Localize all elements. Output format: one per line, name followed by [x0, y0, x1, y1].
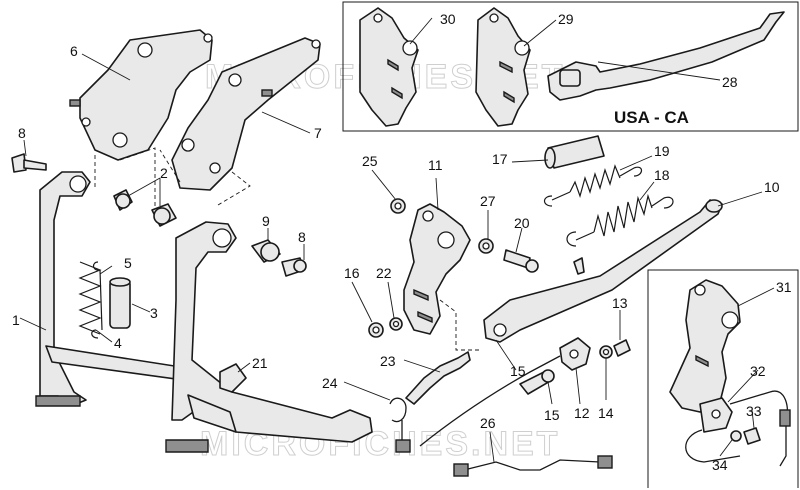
callout-15-upper: 15 — [510, 363, 526, 379]
spring-18 — [566, 193, 674, 247]
switch-32 — [685, 390, 791, 467]
side-stand-10 — [483, 199, 723, 343]
bushing-3 — [109, 277, 131, 329]
spacer-9 — [251, 239, 281, 263]
callout-14: 14 — [598, 405, 614, 421]
plate-7 — [171, 37, 321, 191]
assembly-guide-lines-left — [94, 147, 251, 210]
bracket-30 — [359, 7, 419, 127]
bolt-8-right — [281, 257, 307, 277]
bushings-2 — [113, 189, 177, 227]
callout-33: 33 — [746, 403, 762, 419]
side-stand-28 — [547, 11, 785, 101]
bolt-8-left — [11, 153, 47, 173]
callout-7: 7 — [314, 125, 322, 141]
callout-6: 6 — [70, 43, 78, 59]
callout-23: 23 — [380, 353, 396, 369]
callout-11: 11 — [428, 157, 443, 173]
bracket-31 — [669, 279, 741, 413]
cable-26 — [419, 355, 613, 477]
rubber-pad-21 — [219, 363, 247, 393]
callout-numbers: 1 2 3 4 5 6 7 8 8 9 10 11 12 13 14 15 15… — [12, 11, 792, 473]
callout-34: 34 — [712, 457, 728, 473]
callout-18: 18 — [654, 167, 670, 183]
callout-27: 27 — [480, 193, 496, 209]
callout-30: 30 — [440, 11, 456, 27]
callout-8-right: 8 — [298, 229, 306, 245]
callout-20: 20 — [514, 215, 530, 231]
callout-15-lower: 15 — [544, 407, 560, 423]
region-label-usa-ca: USA - CA — [614, 108, 689, 127]
inset-frame-switch — [647, 269, 799, 488]
switch-12 — [559, 337, 591, 371]
inset-frame-usa-ca — [342, 1, 799, 132]
spring-19 — [543, 164, 643, 207]
callout-28: 28 — [722, 74, 738, 90]
callout-1: 1 — [12, 312, 20, 328]
assembly-guide-lines-center — [439, 299, 480, 351]
spring-5 — [78, 261, 103, 339]
bolt-33 — [743, 427, 761, 445]
callout-16: 16 — [344, 265, 360, 281]
callout-12: 12 — [574, 405, 590, 421]
callout-2: 2 — [160, 165, 168, 181]
callout-10: 10 — [764, 179, 780, 195]
callout-3: 3 — [150, 305, 158, 321]
washer-34 — [730, 430, 742, 442]
callout-25: 25 — [362, 153, 378, 169]
plate-6 — [69, 29, 213, 161]
callout-4: 4 — [114, 335, 122, 351]
bracket-29 — [475, 7, 531, 127]
callout-17: 17 — [492, 151, 508, 167]
hose-23 — [405, 351, 471, 405]
sleeve-17 — [544, 135, 605, 169]
bolt-13 — [613, 339, 631, 357]
callout-8-left: 8 — [18, 125, 26, 141]
bracket-11 — [403, 203, 471, 335]
callout-29: 29 — [558, 11, 574, 27]
callout-31: 31 — [776, 279, 792, 295]
callout-22: 22 — [376, 265, 392, 281]
leader-lines — [19, 17, 775, 463]
pin-15 — [519, 369, 555, 395]
callout-21: 21 — [252, 355, 268, 371]
clamp-24 — [389, 397, 411, 453]
callout-24: 24 — [322, 375, 338, 391]
bolt-20 — [503, 249, 539, 273]
callout-5: 5 — [124, 255, 132, 271]
callout-26: 26 — [480, 415, 496, 431]
callout-13: 13 — [612, 295, 628, 311]
callout-19: 19 — [654, 143, 670, 159]
callout-32: 32 — [750, 363, 766, 379]
callout-9: 9 — [262, 213, 270, 229]
